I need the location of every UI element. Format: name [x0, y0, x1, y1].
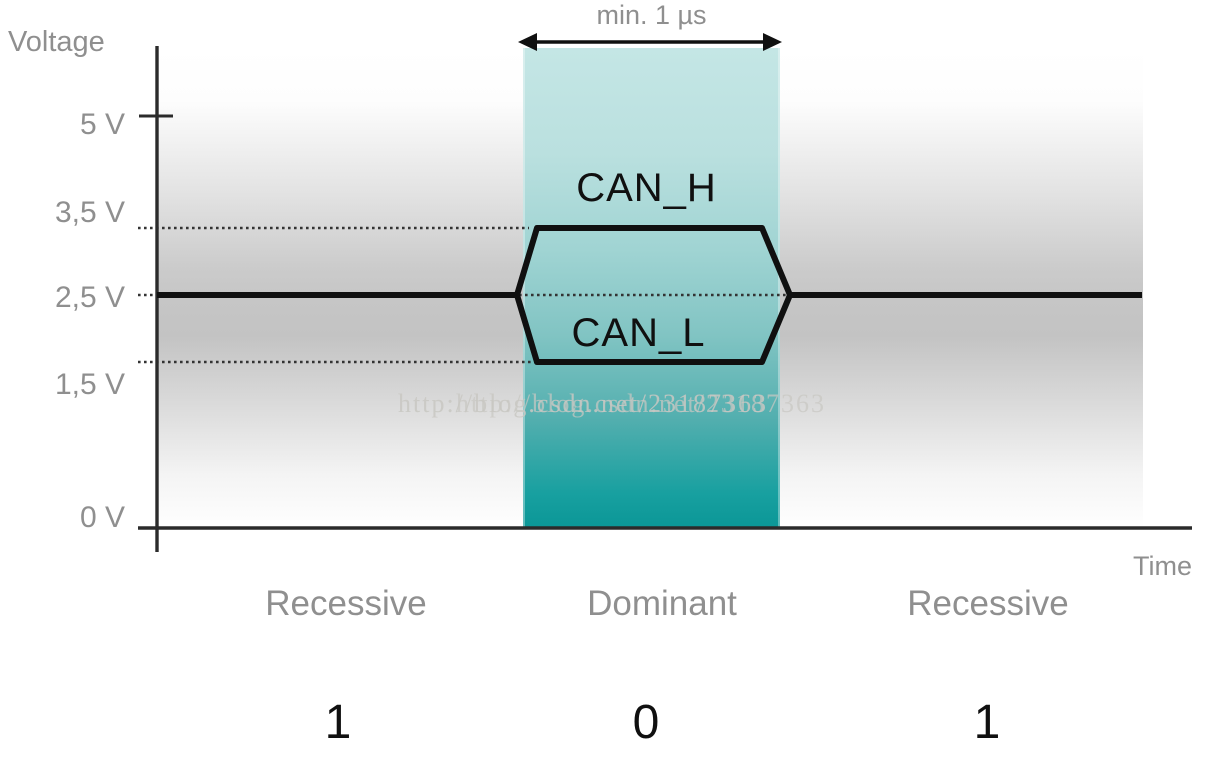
bit-value-left: 1: [324, 696, 352, 749]
duration-arrowhead-right: [763, 33, 782, 51]
x-axis-title: Time: [1133, 551, 1192, 581]
y-tick-3-5v: 3,5 V: [54, 196, 125, 229]
state-label-dominant: Dominant: [587, 584, 737, 623]
watermark-text-echo: http://blog.csdn.net/23187363: [456, 389, 826, 418]
bit-value-right: 1: [973, 696, 1001, 749]
can-l-label: CAN_L: [571, 311, 706, 355]
can-l-waveform: [514, 293, 793, 365]
state-label-recessive-right: Recessive: [907, 584, 1069, 623]
y-axis-title: Voltage: [8, 26, 105, 58]
can-h-label: CAN_H: [576, 166, 717, 210]
watermark-text: http://blog.csdn.net/23187363: [398, 389, 768, 418]
duration-arrowhead-left: [518, 33, 537, 51]
y-tick-5v: 5 V: [79, 108, 125, 141]
bit-value-middle: 0: [632, 696, 660, 749]
state-label-recessive-left: Recessive: [265, 584, 427, 623]
dominant-bit-band: [523, 48, 780, 527]
can-h-waveform: [157, 225, 1142, 298]
y-tick-0v: 0 V: [79, 501, 125, 534]
duration-annotation: min. 1 µs: [596, 0, 707, 30]
y-tick-2-5v: 2,5 V: [54, 281, 125, 314]
y-tick-1-5v: 1,5 V: [54, 368, 125, 401]
